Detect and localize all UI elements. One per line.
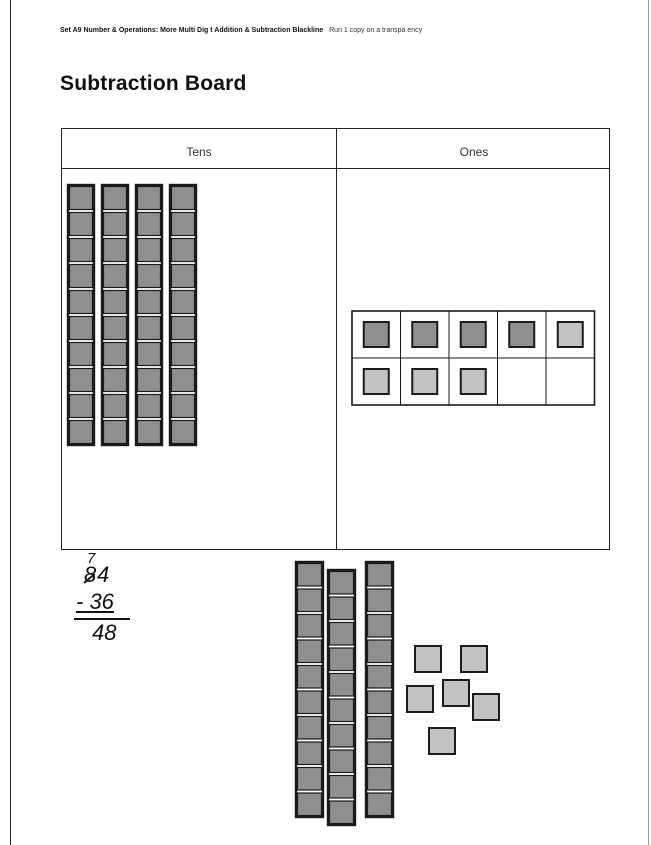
rod-cube [172,369,195,392]
rod-cube [298,640,322,663]
rod-cube [70,395,93,418]
rod-cube [70,343,93,366]
rod-cube [298,793,322,816]
loose-unit-cube [407,686,433,712]
rod-cube [298,589,322,612]
rod-cube [138,265,161,288]
unit-cube [364,369,389,394]
rod-cube [172,265,195,288]
rod-cube [104,187,127,210]
unit-cube [412,322,437,347]
rod-cube [368,666,392,689]
rod-cube [298,691,322,714]
loose-unit-cube [415,646,441,672]
rod-cube [104,395,127,418]
rod-cube [368,640,392,663]
rod-cube [298,742,322,765]
rod-cube [330,801,354,824]
rod-cube [368,589,392,612]
rod-cube [70,265,93,288]
loose-tens-rod [366,562,393,817]
rod-cube [368,768,392,791]
rod-cube [330,597,354,620]
rod-cube [368,691,392,714]
rod-cube [138,291,161,314]
loose-unit-cube [473,694,499,720]
rod-cube [368,742,392,765]
rod-cube [70,317,93,340]
rod-cube [298,768,322,791]
rod-cube [368,615,392,638]
rod-cube [172,395,195,418]
loose-tens-rods [296,562,393,825]
loose-tens-rod [328,570,355,825]
tens-rod [102,185,128,445]
rod-cube [172,213,195,236]
unit-cube [364,322,389,347]
rod-cube [368,564,392,587]
rod-cube [298,564,322,587]
rod-cube [104,343,127,366]
rod-cube [104,317,127,340]
difference: 48 [92,620,116,646]
rod-cube [138,421,161,444]
rod-cube [70,187,93,210]
rod-cube [104,265,127,288]
tens-rod [170,185,196,445]
unit-cube [558,322,583,347]
rod-cube [172,291,195,314]
rod-cube [330,750,354,773]
rod-cube [330,648,354,671]
rod-cube [172,187,195,210]
loose-unit-cube [429,728,455,754]
rod-cube [70,291,93,314]
rod-cube [368,717,392,740]
unit-cube [461,369,486,394]
rod-cube [138,395,161,418]
rod-cube [330,572,354,595]
rod-cube [138,187,161,210]
loose-tens-rod [296,562,323,817]
rod-cube [70,239,93,262]
rod-cube [138,213,161,236]
rod-cube [298,615,322,638]
unit-cube [412,369,437,394]
rod-cube [172,421,195,444]
rod-cube [298,666,322,689]
loose-unit-cube [461,646,487,672]
rod-cube [172,317,195,340]
rod-cube [104,213,127,236]
rod-cube [298,717,322,740]
rod-cube [330,776,354,799]
rod-cube [138,369,161,392]
board-tens-rods [68,185,196,445]
rod-cube [104,421,127,444]
rod-cube [330,725,354,748]
rod-cube [104,291,127,314]
rod-cube [138,343,161,366]
rod-cube [104,239,127,262]
tens-rod [136,185,162,445]
rod-cube [330,674,354,697]
rod-cube [104,369,127,392]
tens-rod [68,185,94,445]
rod-cube [172,239,195,262]
unit-cube [461,322,486,347]
rod-cube [138,239,161,262]
subtrahend: - 36 [76,589,114,615]
rod-cube [368,793,392,816]
unit-cube [509,322,534,347]
rod-cube [138,317,161,340]
rod-cube [330,699,354,722]
loose-ones-units [407,646,499,754]
rod-cube [330,623,354,646]
rod-cube [70,213,93,236]
rod-cube [172,343,195,366]
ones-ten-frame [352,311,595,405]
minuend-ones-digit: 4 [97,562,109,588]
rod-cube [70,369,93,392]
rod-cube [70,421,93,444]
loose-unit-cube [443,680,469,706]
